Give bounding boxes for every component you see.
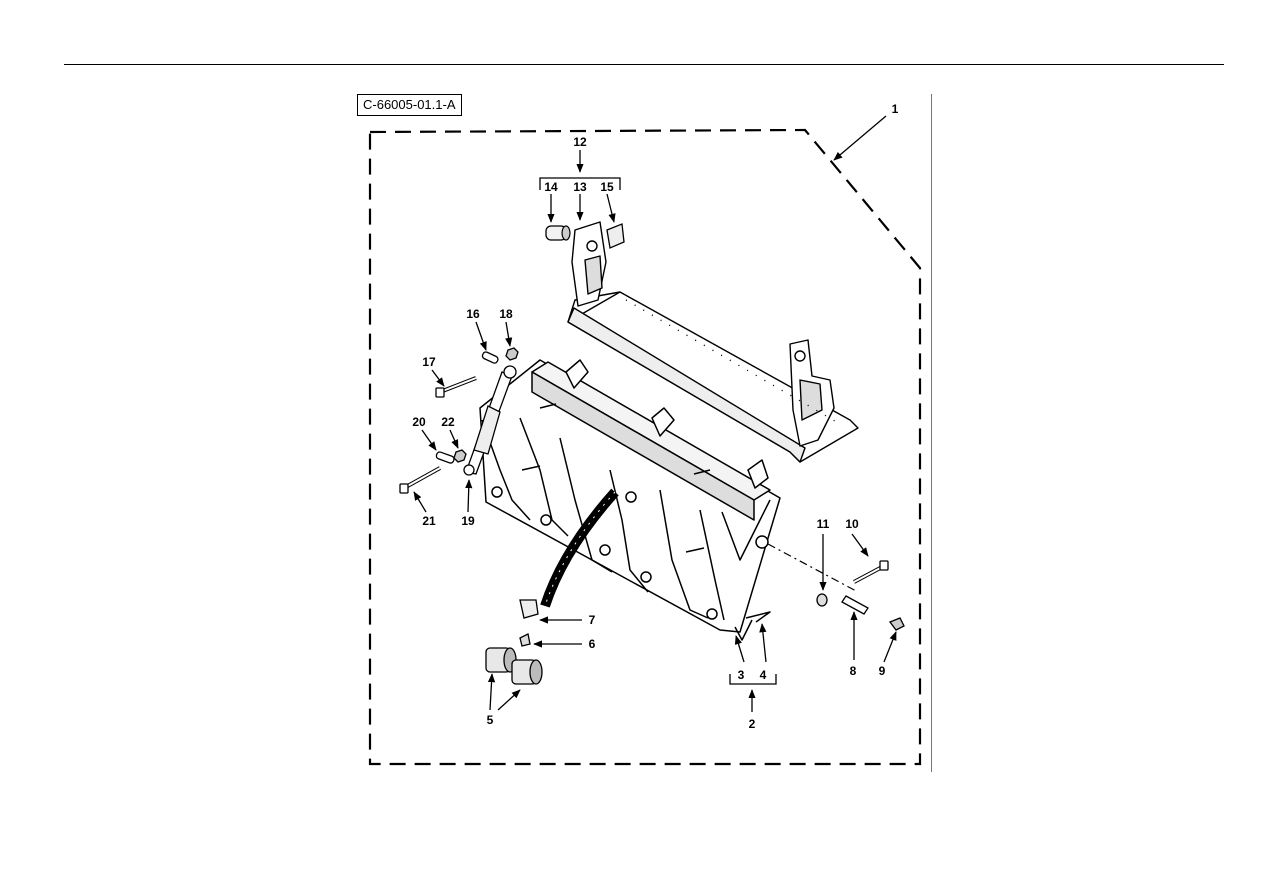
carriage-frame [479, 359, 781, 641]
cylinder-19 [463, 365, 517, 476]
wear-pad-15 [606, 223, 625, 249]
callout-16: 16 [466, 307, 480, 321]
callout-19: 19 [461, 514, 475, 528]
callout-17: 17 [422, 355, 436, 369]
callout-2: 2 [749, 717, 756, 731]
callout-21: 21 [422, 514, 436, 528]
callout-15: 15 [600, 180, 614, 194]
callout-1: 1 [892, 102, 899, 116]
leader-lines [413, 115, 897, 712]
callout-14: 14 [544, 180, 558, 194]
callout-9: 9 [879, 664, 886, 678]
header-rule [64, 64, 1224, 65]
small-hardware [399, 347, 905, 685]
pin-centerline [767, 543, 859, 593]
callout-22: 22 [441, 415, 455, 429]
hydraulic-hose [540, 488, 619, 608]
callout-18: 18 [499, 307, 513, 321]
callout-3: 3 [738, 668, 745, 682]
upper-frame [567, 221, 859, 463]
bushing-5b [511, 659, 543, 685]
callout-7: 7 [589, 613, 596, 627]
callout-20: 20 [412, 415, 426, 429]
callout-11: 11 [817, 517, 830, 531]
callout-12: 12 [573, 135, 587, 149]
callout-10: 10 [845, 517, 859, 531]
callout-labels: 1 12 14 13 15 16 18 17 20 22 21 19 11 10… [412, 102, 898, 731]
page-margin-rule [931, 94, 932, 772]
callout-13: 13 [573, 180, 587, 194]
assembly-boundary [368, 128, 922, 766]
figure-id-label: C-66005-01.1-A [357, 94, 462, 116]
bushing-14 [545, 225, 571, 241]
callout-8: 8 [850, 664, 857, 678]
callout-6: 6 [589, 637, 596, 651]
callout-5: 5 [487, 713, 494, 727]
callout-4: 4 [760, 668, 767, 682]
